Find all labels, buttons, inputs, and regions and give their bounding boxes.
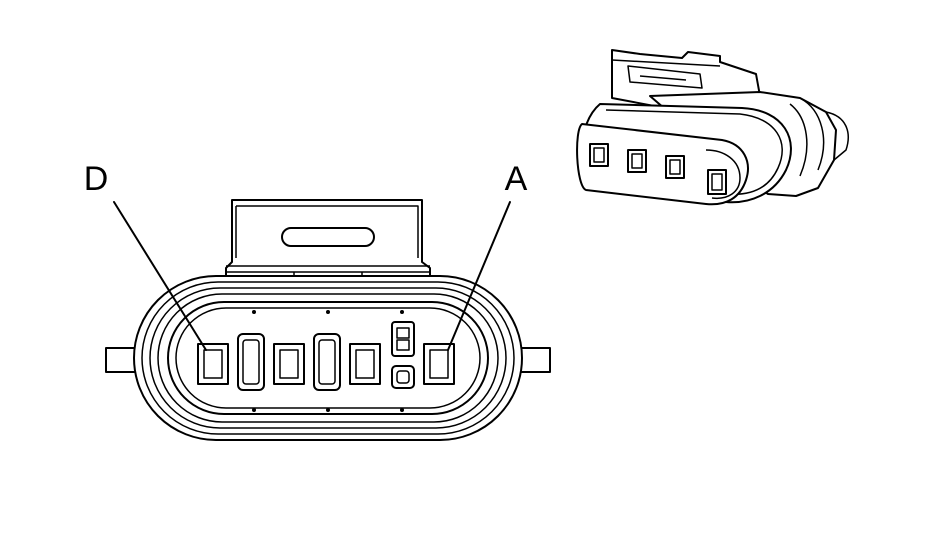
pin-label-d: D [84, 160, 109, 198]
pin-label-a: A [505, 160, 528, 198]
pin-callouts: D A [84, 160, 528, 351]
connector-front-view [105, 199, 551, 441]
key-lower [391, 365, 415, 389]
left-ear [105, 347, 137, 373]
connector-perspective-view [576, 49, 849, 206]
latch-slot [281, 227, 375, 247]
perspective-face [576, 123, 749, 206]
rib-1 [237, 333, 265, 391]
leader-line-a [447, 201, 511, 351]
leader-line-d [113, 201, 207, 351]
right-ear [519, 347, 551, 373]
rib-2 [313, 333, 341, 391]
key-upper [391, 321, 415, 357]
